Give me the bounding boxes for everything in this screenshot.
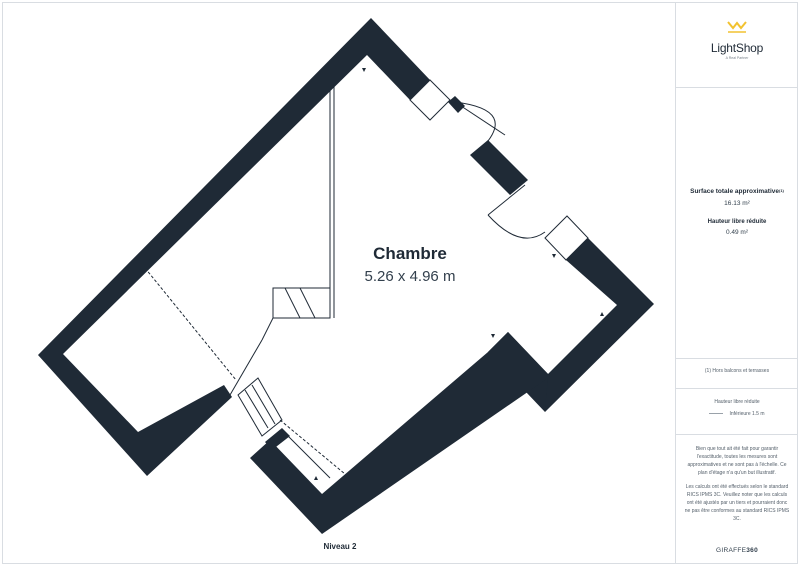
reduced-height-line xyxy=(144,267,237,381)
separator xyxy=(676,388,798,389)
brand-footer: GIRAFFE360 xyxy=(676,539,798,557)
surface-block: Surface totale approximative(1) 16.13 m²… xyxy=(676,188,798,236)
stair-side xyxy=(261,317,274,341)
disclaimer: Bien que tout ait été fait pour garantir… xyxy=(676,445,798,523)
legend-line-swatch xyxy=(709,413,724,415)
marker-arrow xyxy=(491,334,495,338)
marker-arrow xyxy=(314,476,318,480)
stair-step xyxy=(299,287,316,319)
logo-tagline: A Real Partner xyxy=(725,56,749,60)
disclaimer-text-2: Les calculs ont été effectués selon le s… xyxy=(684,484,790,522)
separator xyxy=(676,434,798,435)
room-name: Chambre xyxy=(373,244,447,263)
disclaimer-text-1: Bien que tout ait été fait pour garantir… xyxy=(687,446,787,476)
brand-prefix: GIRAFFE xyxy=(715,547,747,554)
reduced-height-line xyxy=(281,429,331,479)
floor-plan-drawing xyxy=(38,18,654,534)
reduced-height-value: 0.49 m² xyxy=(725,229,749,236)
wall-bottom-tail xyxy=(265,428,290,450)
wall-bottom xyxy=(250,332,548,534)
footnote: (1) Hors balcons et terrasses xyxy=(676,367,798,375)
marker-arrow xyxy=(552,254,556,258)
door-leaf-right xyxy=(487,184,526,216)
separator xyxy=(676,87,798,88)
wall-upper-left xyxy=(38,18,430,476)
reduced-height-title: Hauteur libre réduite xyxy=(707,219,767,225)
wall-stub-top xyxy=(448,96,465,113)
wall-right-upper xyxy=(470,140,528,195)
door-arc-right xyxy=(487,214,546,239)
brand-logo: LightShop A Real Partner xyxy=(676,20,798,60)
stair-lower xyxy=(237,377,283,437)
logo-text: LightShop xyxy=(710,41,764,55)
door-arc-top xyxy=(454,101,496,151)
stair-step xyxy=(284,287,301,319)
surface-value: 16.13 m² xyxy=(724,200,750,207)
stair-step xyxy=(251,384,276,425)
reduced-height-line xyxy=(279,419,346,475)
brand-suffix: 360 xyxy=(746,547,759,554)
surface-title: Surface totale approximative(1) xyxy=(690,188,784,195)
legend: Hauteur libre réduite Inférieure 1.5 m xyxy=(676,398,798,418)
legend-title: Hauteur libre réduite xyxy=(714,399,760,405)
marker-arrow xyxy=(362,68,366,72)
separator xyxy=(676,358,798,359)
stair-side xyxy=(229,339,263,396)
floor-plan-area: Chambre 5.26 x 4.96 m Niveau 2 xyxy=(38,18,654,551)
legend-item: Inférieure 1.5 m xyxy=(676,410,798,418)
lightshop-logo-icon xyxy=(727,21,747,33)
footnote-text: (1) Hors balcons et terrasses xyxy=(704,368,770,374)
door-leaf-top xyxy=(454,101,506,136)
stair-landing xyxy=(272,287,331,319)
room-dimensions: 5.26 x 4.96 m xyxy=(364,268,456,285)
stair-step xyxy=(244,389,269,429)
window-block-top xyxy=(409,79,451,121)
marker-arrow xyxy=(600,312,604,316)
level-label: Niveau 2 xyxy=(323,542,357,551)
info-sidebar: LightShop A Real Partner Surface totale … xyxy=(675,2,798,564)
